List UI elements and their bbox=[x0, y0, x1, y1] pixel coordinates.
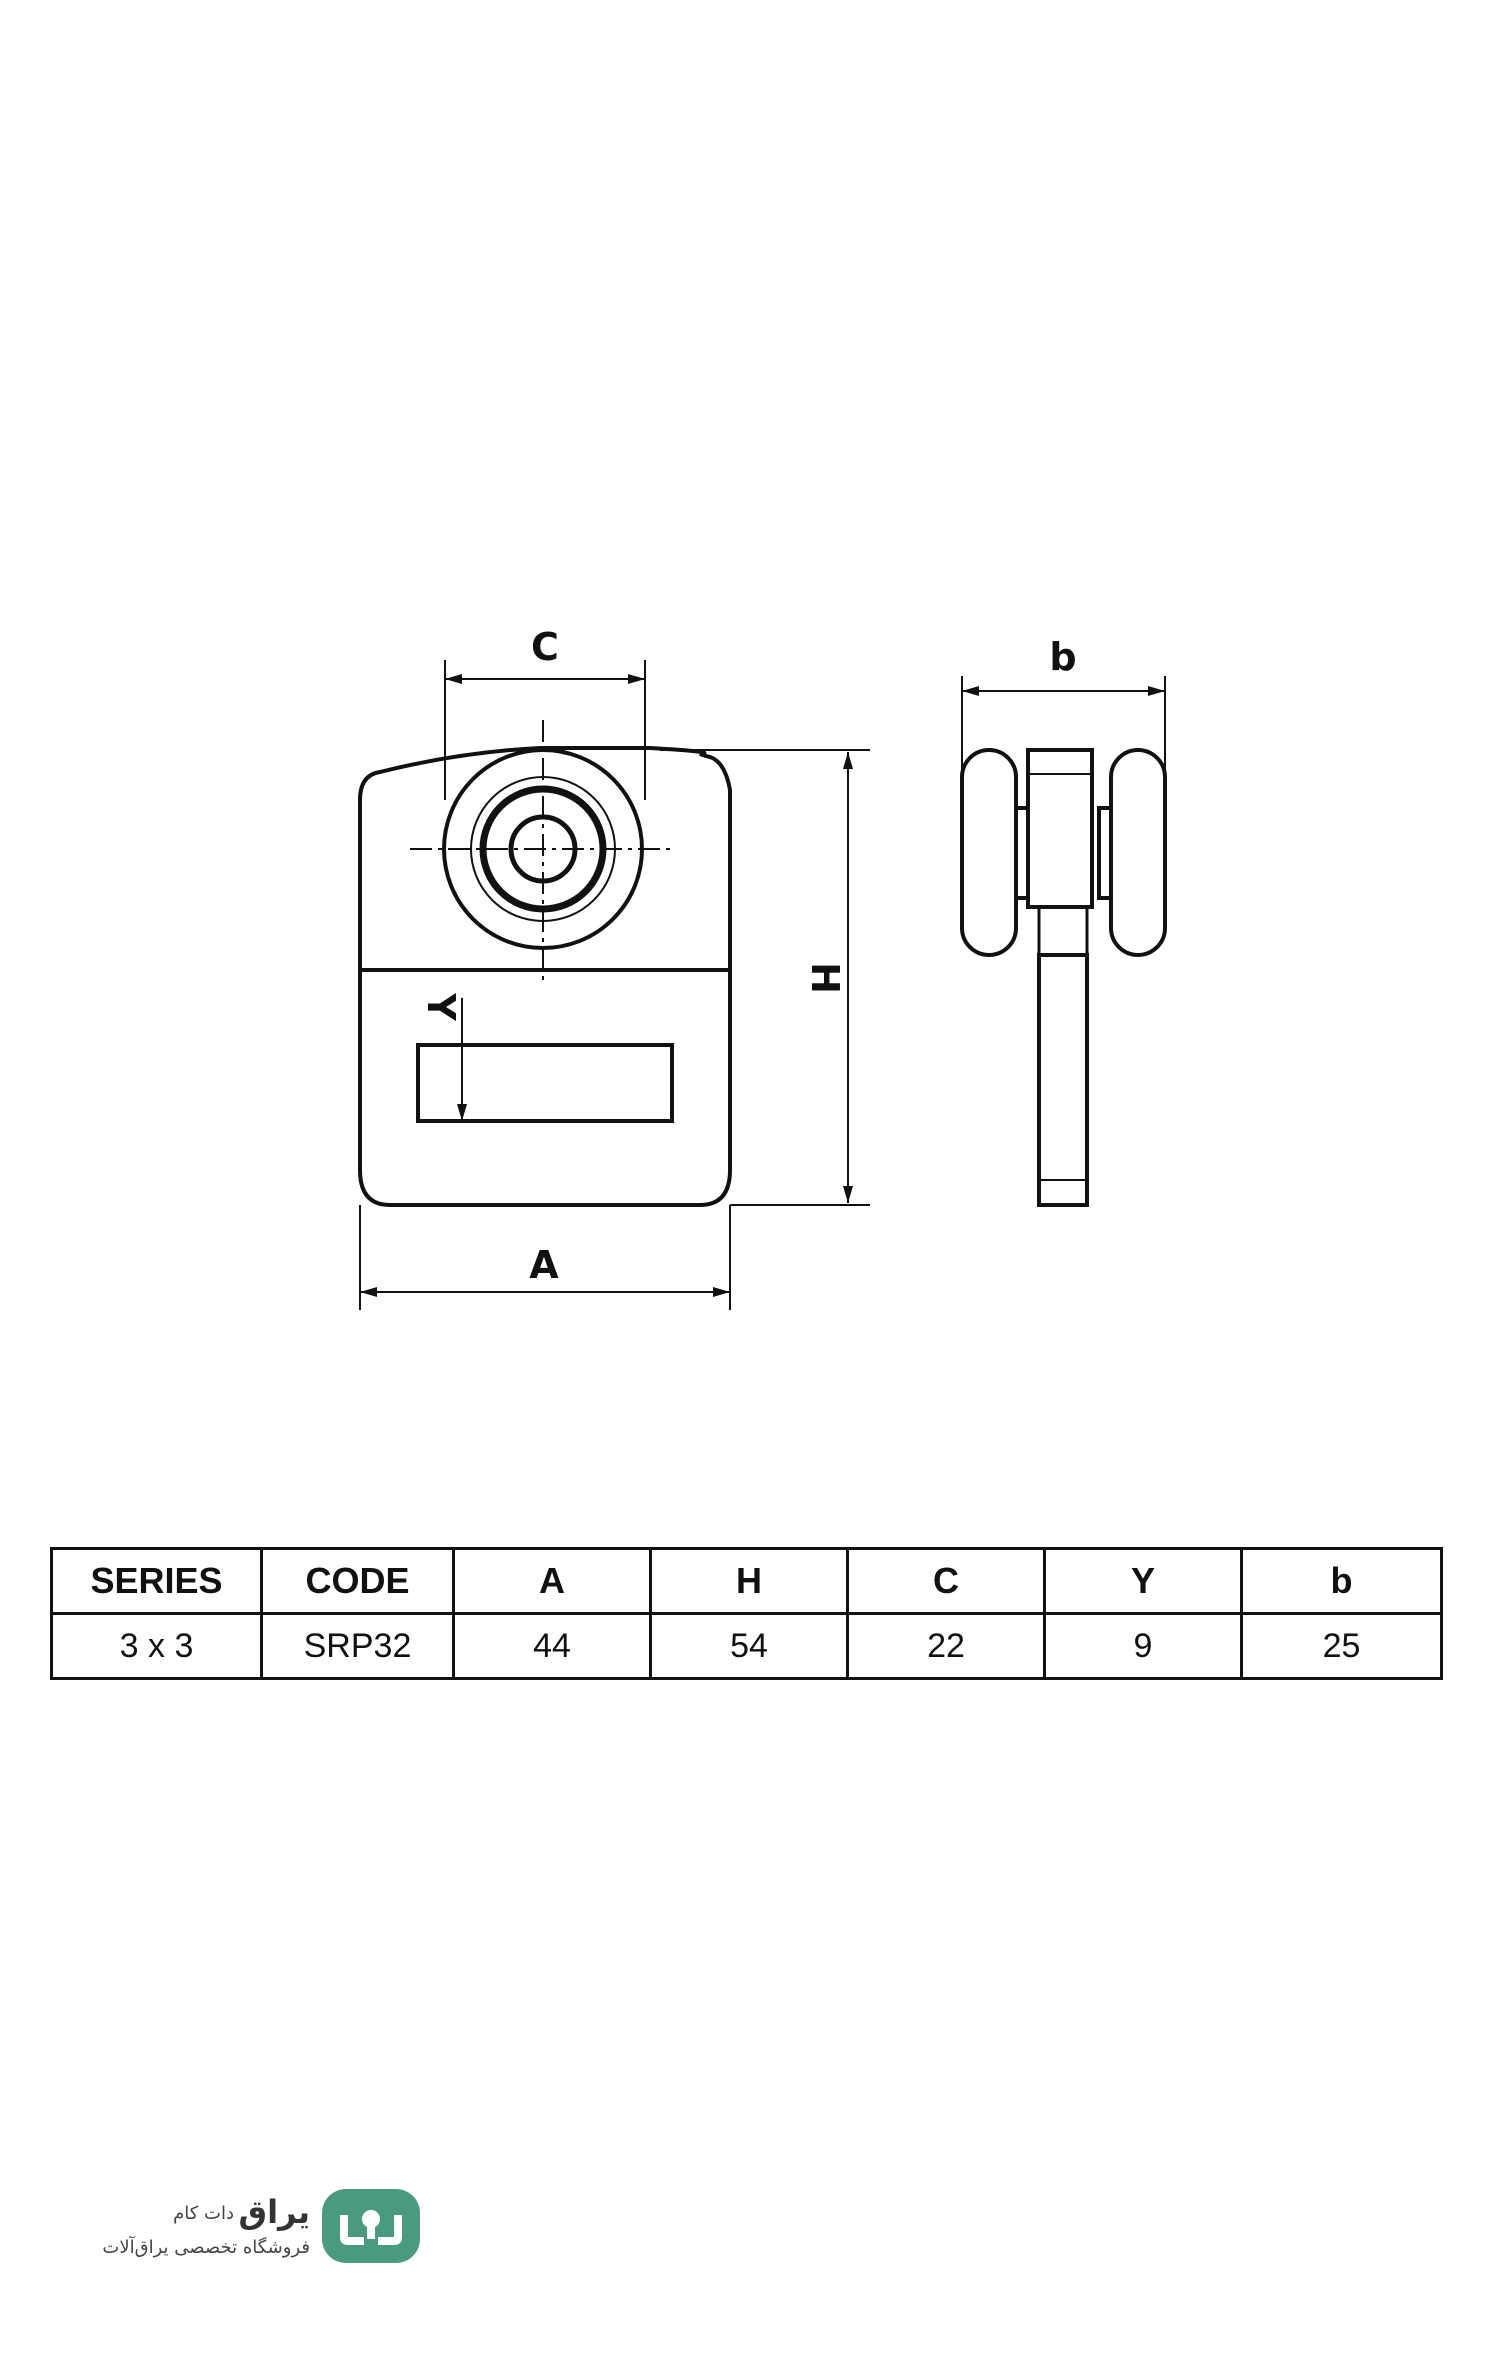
adjust-slot bbox=[416, 1043, 674, 1123]
cell-code: SRP32 bbox=[260, 1612, 455, 1680]
cell-a: 44 bbox=[452, 1612, 652, 1680]
spec-table: SERIES CODE A H C Y b 3 x 3 SRP32 44 54 … bbox=[50, 1547, 1443, 1680]
cell-y: 9 bbox=[1043, 1612, 1243, 1680]
front-body-outline bbox=[358, 746, 732, 1207]
side-wheel-left bbox=[960, 748, 1018, 957]
header-h: H bbox=[649, 1547, 849, 1615]
cell-c: 22 bbox=[846, 1612, 1046, 1680]
brand-suffix: دات کام bbox=[173, 2203, 234, 2224]
header-a: A bbox=[452, 1547, 652, 1615]
header-c: C bbox=[846, 1547, 1046, 1615]
label-c: C bbox=[531, 625, 559, 669]
side-body bbox=[1026, 748, 1094, 909]
table-header-row: SERIES CODE A H C Y b bbox=[50, 1547, 1443, 1615]
table-row: 3 x 3 SRP32 44 54 22 9 25 bbox=[50, 1612, 1443, 1680]
header-series: SERIES bbox=[50, 1547, 263, 1615]
header-b: b bbox=[1240, 1547, 1443, 1615]
brand-logo-icon bbox=[322, 2189, 420, 2263]
brand-footer: یراق دات کام فروشگاه تخصصی یراق‌آلات bbox=[102, 2185, 434, 2275]
side-axle-right bbox=[1097, 806, 1113, 900]
technical-drawing: C b A H Y bbox=[358, 625, 1167, 1310]
cell-series: 3 x 3 bbox=[50, 1612, 263, 1680]
label-a: A bbox=[529, 1243, 559, 1287]
label-y: Y bbox=[419, 992, 463, 1021]
side-wheel-right bbox=[1109, 748, 1167, 957]
brand-name: یراق bbox=[238, 2193, 311, 2231]
side-stem bbox=[1037, 953, 1089, 1207]
cell-h: 54 bbox=[649, 1612, 849, 1680]
header-y: Y bbox=[1043, 1547, 1243, 1615]
header-code: CODE bbox=[260, 1547, 455, 1615]
label-h: H bbox=[803, 962, 847, 994]
cell-b: 25 bbox=[1240, 1612, 1443, 1680]
label-b: b bbox=[1049, 635, 1076, 679]
brand-tagline: فروشگاه تخصصی یراق‌آلات bbox=[102, 2237, 310, 2258]
